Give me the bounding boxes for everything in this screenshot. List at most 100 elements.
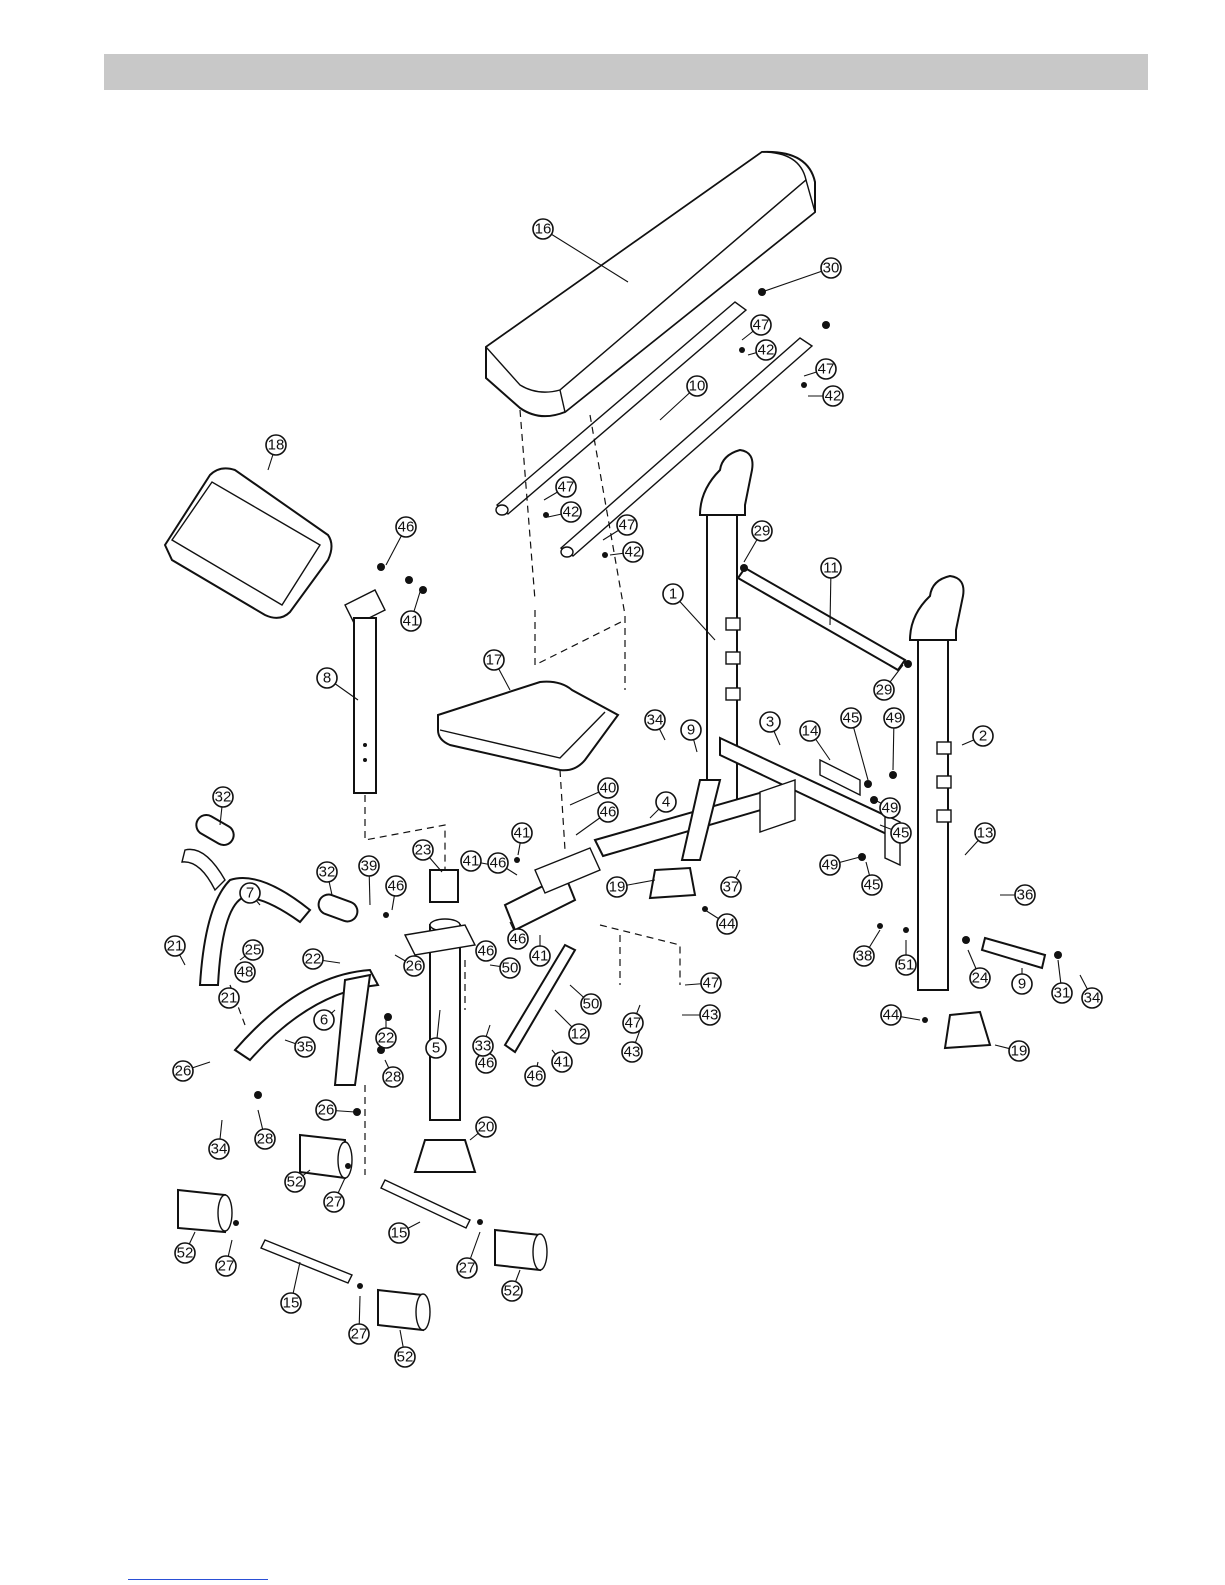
callout-label: 38	[856, 948, 873, 965]
callout-42: 42	[823, 386, 843, 406]
callout-label: 9	[687, 722, 695, 739]
callout-label: 19	[1011, 1043, 1028, 1060]
arm-pad	[165, 468, 332, 618]
callout-45: 45	[841, 708, 861, 728]
callout-50: 50	[581, 994, 601, 1014]
callout-label: 25	[245, 942, 262, 959]
callout-label: 2	[979, 728, 987, 745]
callout-label: 31	[1054, 985, 1071, 1002]
callout-label: 52	[397, 1349, 414, 1366]
callout-5: 5	[426, 1038, 446, 1058]
callout-label: 46	[478, 1055, 495, 1072]
callout-50: 50	[500, 958, 520, 978]
callout-15: 15	[281, 1293, 301, 1313]
callout-label: 50	[583, 996, 600, 1013]
callout-label: 24	[972, 970, 989, 987]
callout-label: 30	[823, 260, 840, 277]
callout-49: 49	[884, 708, 904, 728]
callout-21: 21	[165, 936, 185, 956]
callout-25: 25	[243, 940, 263, 960]
callout-label: 28	[257, 1131, 274, 1148]
callout-label: 26	[175, 1063, 192, 1080]
front-frame	[595, 780, 795, 860]
callout-18: 18	[266, 435, 286, 455]
callout-label: 21	[167, 938, 184, 955]
callout-30: 30	[821, 258, 841, 278]
callout-label: 8	[323, 670, 331, 687]
callout-label: 49	[882, 800, 899, 817]
callout-52: 52	[502, 1281, 522, 1301]
callout-label: 11	[823, 560, 839, 577]
arm-pad-post	[345, 590, 385, 793]
callout-label: 4	[662, 794, 670, 811]
callout-13: 13	[975, 823, 995, 843]
callout-label: 52	[287, 1174, 304, 1191]
side-pin	[982, 938, 1045, 968]
callout-label: 36	[1017, 887, 1034, 904]
callout-label: 41	[532, 948, 549, 965]
callout-12: 12	[569, 1024, 589, 1044]
callout-34: 34	[645, 710, 665, 730]
callout-46: 46	[598, 802, 618, 822]
callout-46: 46	[396, 517, 416, 537]
callout-41: 41	[512, 823, 532, 843]
callout-22: 22	[376, 1028, 396, 1048]
callout-label: 34	[647, 712, 664, 729]
callout-label: 46	[527, 1068, 544, 1085]
callout-6: 6	[314, 1010, 334, 1030]
callout-label: 45	[843, 710, 860, 727]
callout-46: 46	[488, 853, 508, 873]
callout-label: 15	[283, 1295, 300, 1312]
callout-label: 6	[320, 1012, 328, 1029]
callout-7: 7	[240, 883, 260, 903]
callout-label: 3	[766, 714, 774, 731]
callout-1: 1	[663, 584, 683, 604]
callout-label: 49	[886, 710, 903, 727]
callout-43: 43	[622, 1042, 642, 1062]
callout-label: 47	[703, 975, 720, 992]
callout-23: 23	[413, 840, 433, 860]
callout-24: 24	[970, 968, 990, 988]
callout-41: 41	[552, 1052, 572, 1072]
callout-label: 19	[609, 879, 626, 896]
callout-label: 50	[502, 960, 519, 977]
callout-label: 42	[625, 544, 642, 561]
callout-label: 27	[326, 1194, 343, 1211]
callout-10: 10	[687, 376, 707, 396]
callout-29: 29	[874, 680, 894, 700]
callout-label: 42	[758, 342, 775, 359]
callout-36: 36	[1015, 885, 1035, 905]
callout-46: 46	[476, 941, 496, 961]
callout-label: 52	[504, 1283, 521, 1300]
callout-4: 4	[656, 792, 676, 812]
callout-label: 18	[268, 437, 285, 454]
callout-52: 52	[395, 1347, 415, 1367]
callout-label: 42	[563, 504, 580, 521]
callout-32: 32	[317, 862, 337, 882]
callout-27: 27	[349, 1324, 369, 1344]
callout-14: 14	[800, 721, 820, 741]
callout-2: 2	[973, 726, 993, 746]
callout-label: 41	[514, 825, 531, 842]
callout-41: 41	[401, 611, 421, 631]
callout-47: 47	[751, 315, 771, 335]
callout-label: 47	[753, 317, 770, 334]
callout-19: 19	[607, 877, 627, 897]
callout-52: 52	[175, 1243, 195, 1263]
callout-label: 41	[463, 853, 480, 870]
callout-label: 17	[486, 652, 503, 669]
callout-26: 26	[316, 1100, 336, 1120]
seat-pad	[438, 682, 618, 771]
upright-posts	[700, 450, 963, 990]
callout-32: 32	[213, 787, 233, 807]
callout-label: 46	[478, 943, 495, 960]
callout-46: 46	[508, 929, 528, 949]
callout-label: 10	[689, 378, 706, 395]
callout-27: 27	[216, 1256, 236, 1276]
callout-41: 41	[530, 946, 550, 966]
callout-label: 26	[406, 958, 423, 975]
callout-15: 15	[389, 1223, 409, 1243]
callout-label: 12	[571, 1026, 588, 1043]
callout-44: 44	[717, 914, 737, 934]
callout-label: 47	[818, 361, 835, 378]
